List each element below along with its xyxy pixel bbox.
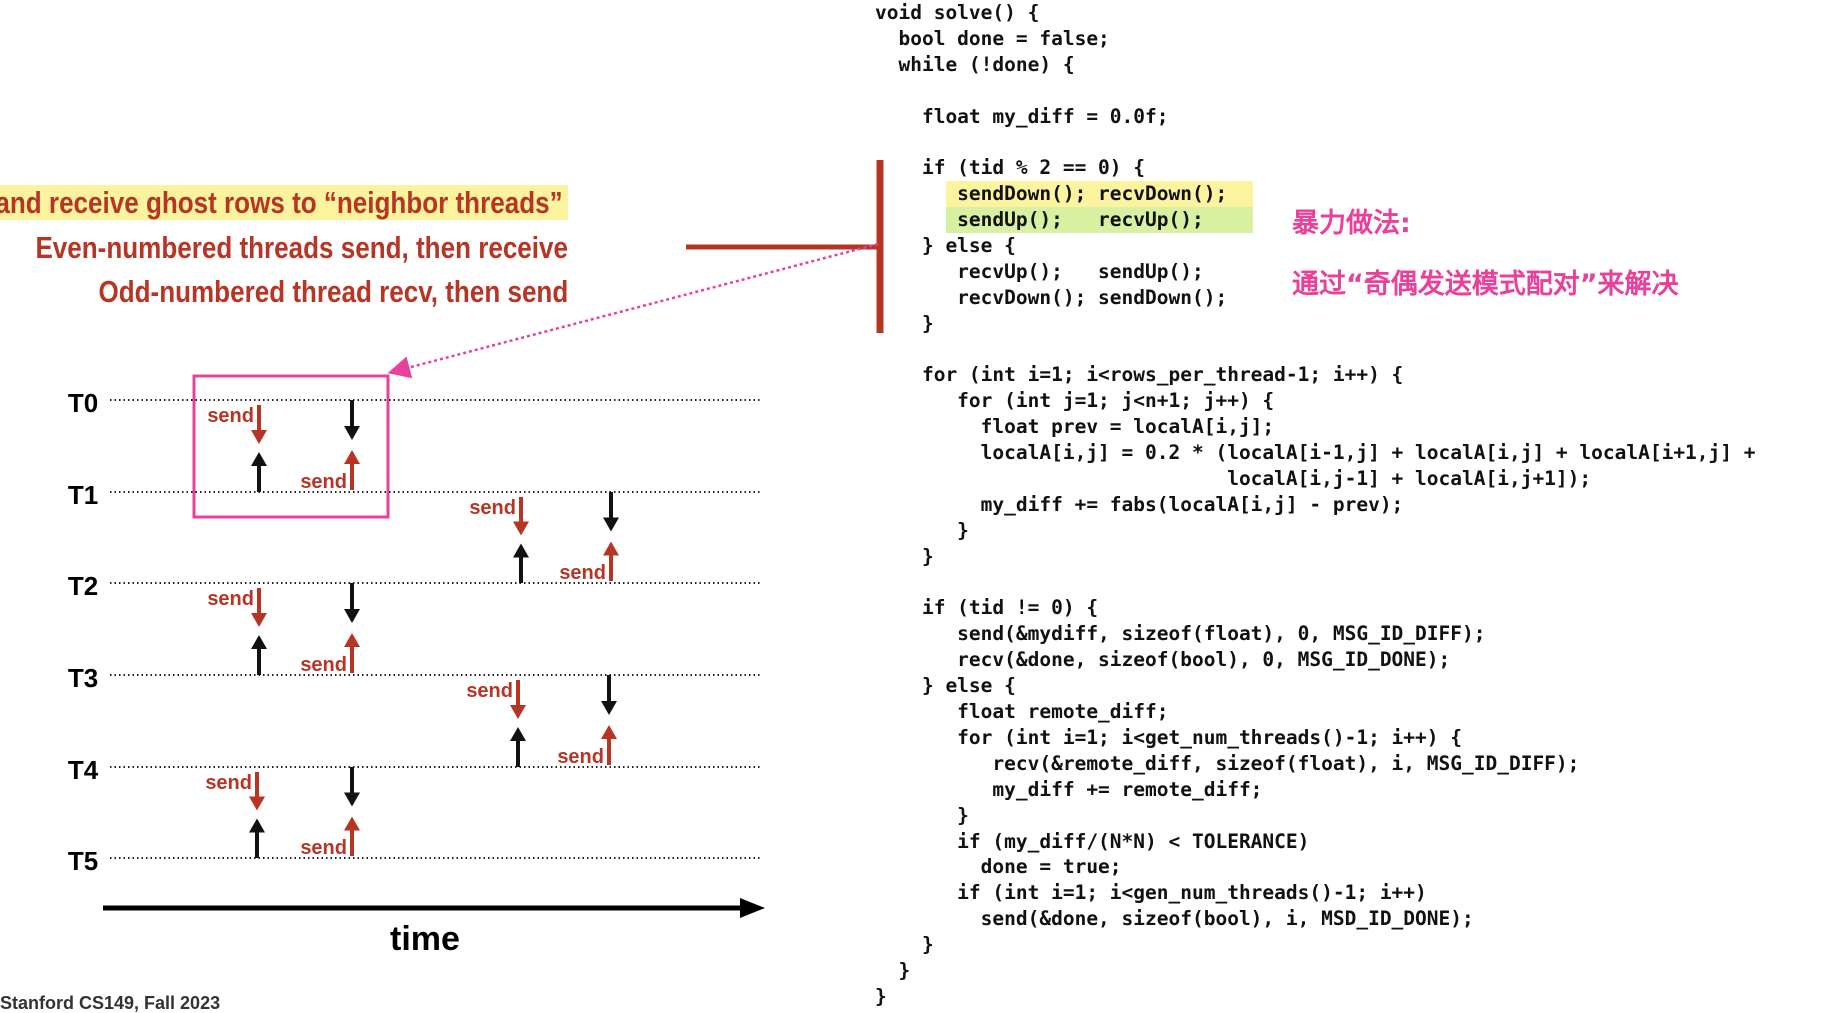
message-arrow [510, 727, 526, 767]
code-line: recv(&done, sizeof(bool), 0, MSG_ID_DONE… [875, 648, 1451, 672]
send-label: send [207, 588, 254, 610]
code-line [875, 337, 1756, 363]
code-line [875, 129, 1756, 155]
code-line: while (!done) { [875, 52, 1075, 76]
thread-label: T2 [68, 571, 98, 601]
code-line: my_diff += remote_diff; [875, 777, 1263, 801]
code-line: sendDown(); recvDown(); [875, 181, 1756, 208]
message-arrow [249, 772, 265, 811]
send-label: send [300, 837, 347, 859]
message-arrow [251, 635, 267, 675]
code-line: sendUp(); recvUp(); [875, 207, 1756, 234]
message-arrow [601, 675, 617, 715]
send-label: send [205, 772, 252, 794]
message-arrow [344, 450, 360, 490]
code-line: for (int j=1; j<n+1; j++) { [875, 389, 1275, 413]
code-line: float remote_diff; [875, 700, 1169, 724]
message-arrow [344, 583, 360, 623]
send-label: send [466, 680, 513, 702]
code-line [875, 78, 1756, 104]
message-arrow [510, 680, 526, 719]
code-line: } [875, 984, 887, 1008]
code-line: send(&mydiff, sizeof(float), 0, MSG_ID_D… [875, 622, 1486, 646]
time-axis-arrowhead [740, 898, 765, 918]
message-arrow [344, 767, 360, 807]
code-line: } else { [875, 234, 1016, 258]
callout-odd-threads: Odd-numbered thread recv, then send [98, 274, 568, 309]
code-line: if (tid % 2 == 0) { [875, 156, 1146, 180]
time-label: time [390, 920, 460, 958]
thread-label: T4 [68, 755, 99, 785]
code-line: } [875, 958, 911, 982]
code-line: my_diff += fabs(localA[i,j] - prev); [875, 492, 1404, 516]
thread-label: T1 [68, 480, 98, 510]
message-arrow [251, 452, 267, 492]
message-arrow [251, 588, 267, 627]
code-line: recvUp(); sendUp(); [875, 259, 1204, 283]
message-arrow [513, 497, 529, 536]
code-line: for (int i=1; i<get_num_threads()-1; i++… [875, 725, 1462, 749]
message-arrow [251, 405, 267, 444]
message-arrow [344, 816, 360, 856]
code-line: bool done = false; [875, 26, 1110, 50]
code-line: if (int i=1; i<gen_num_threads()-1; i++) [875, 881, 1427, 905]
code-line: } [875, 311, 934, 335]
send-label: send [300, 471, 347, 493]
code-line: void solve() { [875, 1, 1040, 24]
thread-label: T5 [68, 846, 98, 876]
code-line: } [875, 933, 934, 957]
note-odd-even-pairing: 通过“奇偶发送模式配对”来解决 [1292, 269, 1679, 300]
footer-note: Stanford CS149, Fall 2023 [0, 993, 221, 1013]
code-line: done = true; [875, 855, 1122, 879]
code-line: } [875, 544, 934, 568]
code-line: recvDown(); sendDown(); [875, 285, 1228, 309]
message-arrow [344, 633, 360, 673]
send-label: send [469, 497, 516, 519]
code-line: } else { [875, 674, 1016, 698]
code-line: recv(&remote_diff, sizeof(float), i, MSG… [875, 751, 1580, 775]
thread-label: T3 [68, 663, 98, 693]
code-line: } [875, 803, 969, 827]
message-arrow [249, 818, 265, 858]
thread-label: T0 [68, 388, 98, 418]
message-arrow [603, 541, 619, 581]
code-line: if (my_diff/(N*N) < TOLERANCE) [875, 829, 1310, 853]
message-arrow [601, 725, 617, 765]
send-label: send [300, 654, 347, 676]
code-line: float my_diff = 0.0f; [875, 104, 1169, 128]
send-label: send [207, 405, 254, 427]
code-line [875, 570, 1756, 596]
code-line: float prev = localA[i,j]; [875, 415, 1275, 439]
callout-ghost-rows: Send and receive ghost rows to “neighbor… [0, 185, 568, 220]
code-line: for (int i=1; i<rows_per_thread-1; i++) … [875, 363, 1404, 387]
code-block: void solve() { bool done = false; while … [875, 0, 1756, 1010]
code-line: if (tid != 0) { [875, 596, 1099, 620]
message-arrow [344, 400, 360, 440]
message-arrow [513, 543, 529, 583]
code-line: localA[i,j-1] + localA[i,j+1]); [875, 467, 1592, 491]
code-line: send(&done, sizeof(bool), i, MSD_ID_DONE… [875, 907, 1474, 931]
send-label: send [557, 746, 604, 768]
code-line: } [875, 518, 969, 542]
highlight-box [192, 374, 390, 519]
send-label: send [559, 562, 606, 584]
callout-even-threads: Even-numbered threads send, then receive [35, 230, 568, 265]
message-arrow [603, 492, 619, 532]
code-line: localA[i,j] = 0.2 * (localA[i-1,j] + loc… [875, 441, 1756, 465]
